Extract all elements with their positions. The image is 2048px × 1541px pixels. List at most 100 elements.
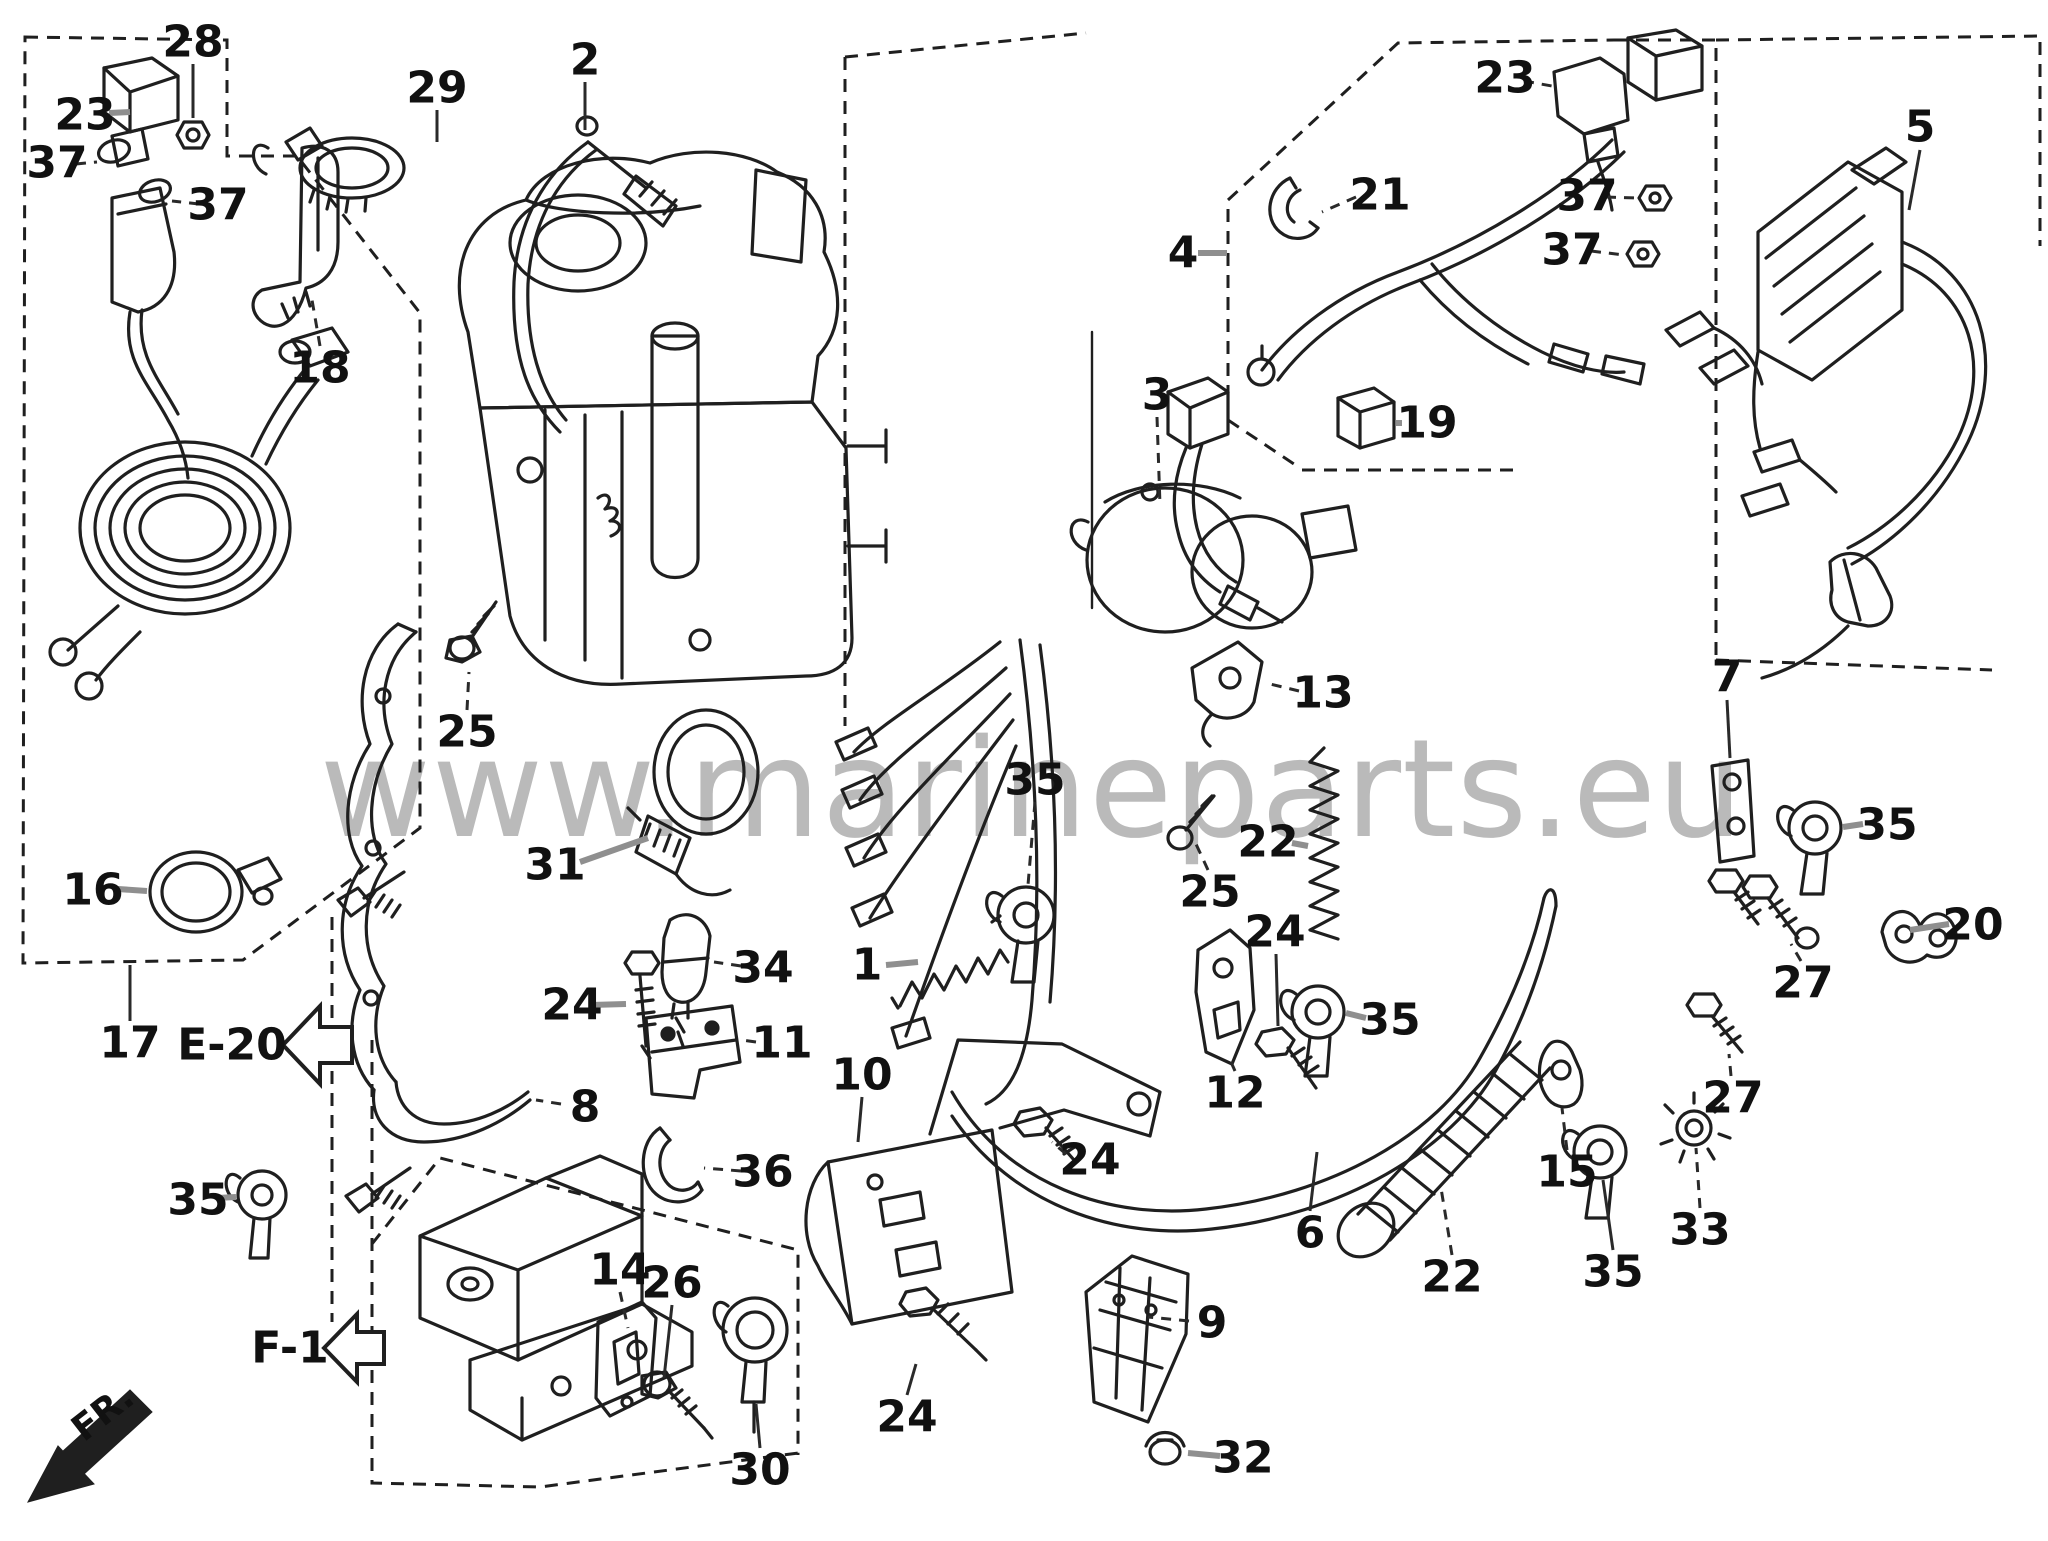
- callout-29-35: 29: [406, 63, 467, 114]
- coil23-edges: [102, 66, 180, 134]
- callout-13-12: 13: [1292, 668, 1353, 719]
- tube22-end: [1336, 1201, 1396, 1259]
- bracket10: [826, 1128, 1014, 1326]
- callout-9-8: 9: [1197, 1298, 1228, 1349]
- leader-35-41: [216, 1194, 237, 1201]
- engine-top-cover: [457, 150, 840, 410]
- bolt24-ticks: [936, 1302, 970, 1336]
- clamp31-tail: [674, 872, 732, 897]
- clamp16-ring: [148, 850, 244, 934]
- clamp31-screw: [626, 806, 642, 822]
- bolt-shaft: [370, 1166, 412, 1196]
- leader-15-14: [1560, 1107, 1569, 1151]
- clamp16-inner: [160, 861, 232, 923]
- bracket12-hole: [1212, 957, 1234, 979]
- bolt24-tip: [974, 1348, 988, 1362]
- bolt24-shaft: [930, 1306, 978, 1352]
- cable-barrel: [622, 174, 678, 228]
- leader-27-32: [1789, 943, 1803, 962]
- callout-21-20: 21: [1349, 170, 1410, 221]
- callout-36-46: 36: [732, 1147, 793, 1198]
- plug-wire: [862, 692, 1012, 860]
- coil23r-body: [1552, 56, 1630, 136]
- grommet35-wing: [1776, 805, 1795, 838]
- sensor34-collar: [662, 956, 710, 964]
- nut37: [1637, 184, 1673, 212]
- starter-capsule: [650, 334, 700, 580]
- washer37: [97, 138, 131, 164]
- clamp31-housing: [634, 814, 692, 876]
- leader-8-7: [535, 1098, 562, 1106]
- callout-5-4: 5: [1905, 102, 1936, 153]
- coil-line: [116, 202, 168, 216]
- cable17-coil: [93, 454, 277, 602]
- bracket8: [364, 630, 418, 1084]
- tube22-ribs: [1364, 1052, 1544, 1234]
- callout-23-24: 23: [1474, 53, 1535, 104]
- coilunit-conn: [1300, 504, 1358, 560]
- mount-edges: [418, 1214, 644, 1362]
- ref-label-f-1: F-1: [251, 1323, 329, 1374]
- bracket8-hole: [364, 839, 382, 857]
- clip33-spokes: [1659, 1091, 1732, 1164]
- plug-barrel: [840, 774, 884, 810]
- grommet35-wing: [985, 891, 1004, 924]
- callout-28-34: 28: [162, 17, 223, 68]
- battery-terminal: [290, 326, 350, 368]
- callout-11-10: 11: [751, 1018, 812, 1069]
- grommet30-wing: [712, 1300, 730, 1334]
- clip15-hole: [1550, 1059, 1572, 1081]
- stud: [846, 428, 888, 464]
- dashed-boundary-2: [370, 1040, 807, 1489]
- carb-circle: [516, 456, 544, 484]
- mount-hole: [446, 1266, 494, 1302]
- cable17-coil: [78, 440, 292, 616]
- clamp29-ring: [298, 136, 406, 200]
- grommet35: [1787, 800, 1843, 856]
- bracket8-foot: [371, 1088, 532, 1144]
- callout-24-28: 24: [876, 1392, 937, 1443]
- casting-mark: [596, 493, 622, 538]
- part3-barrel: [1218, 584, 1260, 622]
- leader-23-24: [1523, 79, 1553, 88]
- callout-15-14: 15: [1536, 1147, 1597, 1198]
- clip36: [641, 1126, 704, 1204]
- grommet35-wing: [1561, 1129, 1580, 1162]
- flywheel-outer: [508, 193, 648, 293]
- clip33-inner: [1684, 1118, 1704, 1138]
- grommet35-wing: [1279, 989, 1298, 1022]
- grommet35: [1290, 984, 1346, 1040]
- callout-27-33: 27: [1702, 1073, 1763, 1124]
- bolt-ticks: [374, 1184, 402, 1210]
- bracket11-line: [650, 1038, 738, 1054]
- part3-edges: [1166, 390, 1230, 450]
- callout-35-43: 35: [1359, 995, 1420, 1046]
- leader-10-9: [856, 1096, 864, 1143]
- terminal9-grid: [1092, 1280, 1178, 1370]
- screw32-dome: [1144, 1430, 1186, 1448]
- harness4-branch: [1430, 262, 1626, 374]
- callout-25-30: 25: [1179, 867, 1240, 918]
- cable17-coil: [123, 480, 247, 576]
- bolt25-hex: [444, 634, 482, 664]
- part13-curl: [1218, 666, 1242, 690]
- coil23r-wire: [1596, 160, 1614, 212]
- leader-3-2: [1155, 416, 1162, 506]
- callout-18-17: 18: [289, 343, 350, 394]
- bolt-head: [344, 1182, 380, 1214]
- bracket11: [644, 1004, 742, 1100]
- leader-25-30: [1194, 843, 1210, 871]
- callout-30-36: 30: [729, 1445, 790, 1496]
- clamp16-nub: [252, 886, 274, 906]
- bracket10-slot: [878, 1190, 926, 1228]
- nut37-hole: [1636, 247, 1650, 261]
- cable17-coil: [108, 467, 262, 589]
- cable17-lug: [74, 671, 104, 701]
- stay7-hole: [1722, 772, 1742, 792]
- boot18: [251, 144, 340, 328]
- grommet30-strap: [740, 1360, 768, 1404]
- regulator5-wire: [1752, 350, 1762, 450]
- bolt26-ticks: [670, 1388, 698, 1416]
- part13: [1190, 640, 1264, 720]
